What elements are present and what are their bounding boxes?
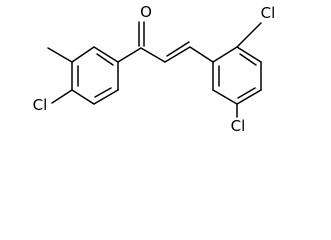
right-benzene-ring [212,46,262,105]
oxygen-label: O [140,3,152,21]
chlorine-label-ortho-top: Cl [261,4,276,22]
chloro-bond-para [51,89,73,104]
bonds [47,21,262,118]
chlorine-label-ortho-bottom: Cl [231,117,246,135]
methyl-bond [47,47,73,63]
carbonyl-to-alkene-bond [140,47,166,63]
alkene-to-ring-bond [189,46,214,63]
alkene-double-bond [164,41,191,63]
chlorine-label-para: Cl [33,96,48,114]
atom-labels: O Cl Cl Cl [33,3,276,135]
chemical-structure-diagram: O Cl Cl Cl [33,3,276,135]
carbonyl-double-bond [138,21,145,47]
chloro-bond-ortho-top [236,22,262,48]
ring-to-carbonyl-bond [117,47,142,63]
left-benzene-ring [71,46,119,105]
